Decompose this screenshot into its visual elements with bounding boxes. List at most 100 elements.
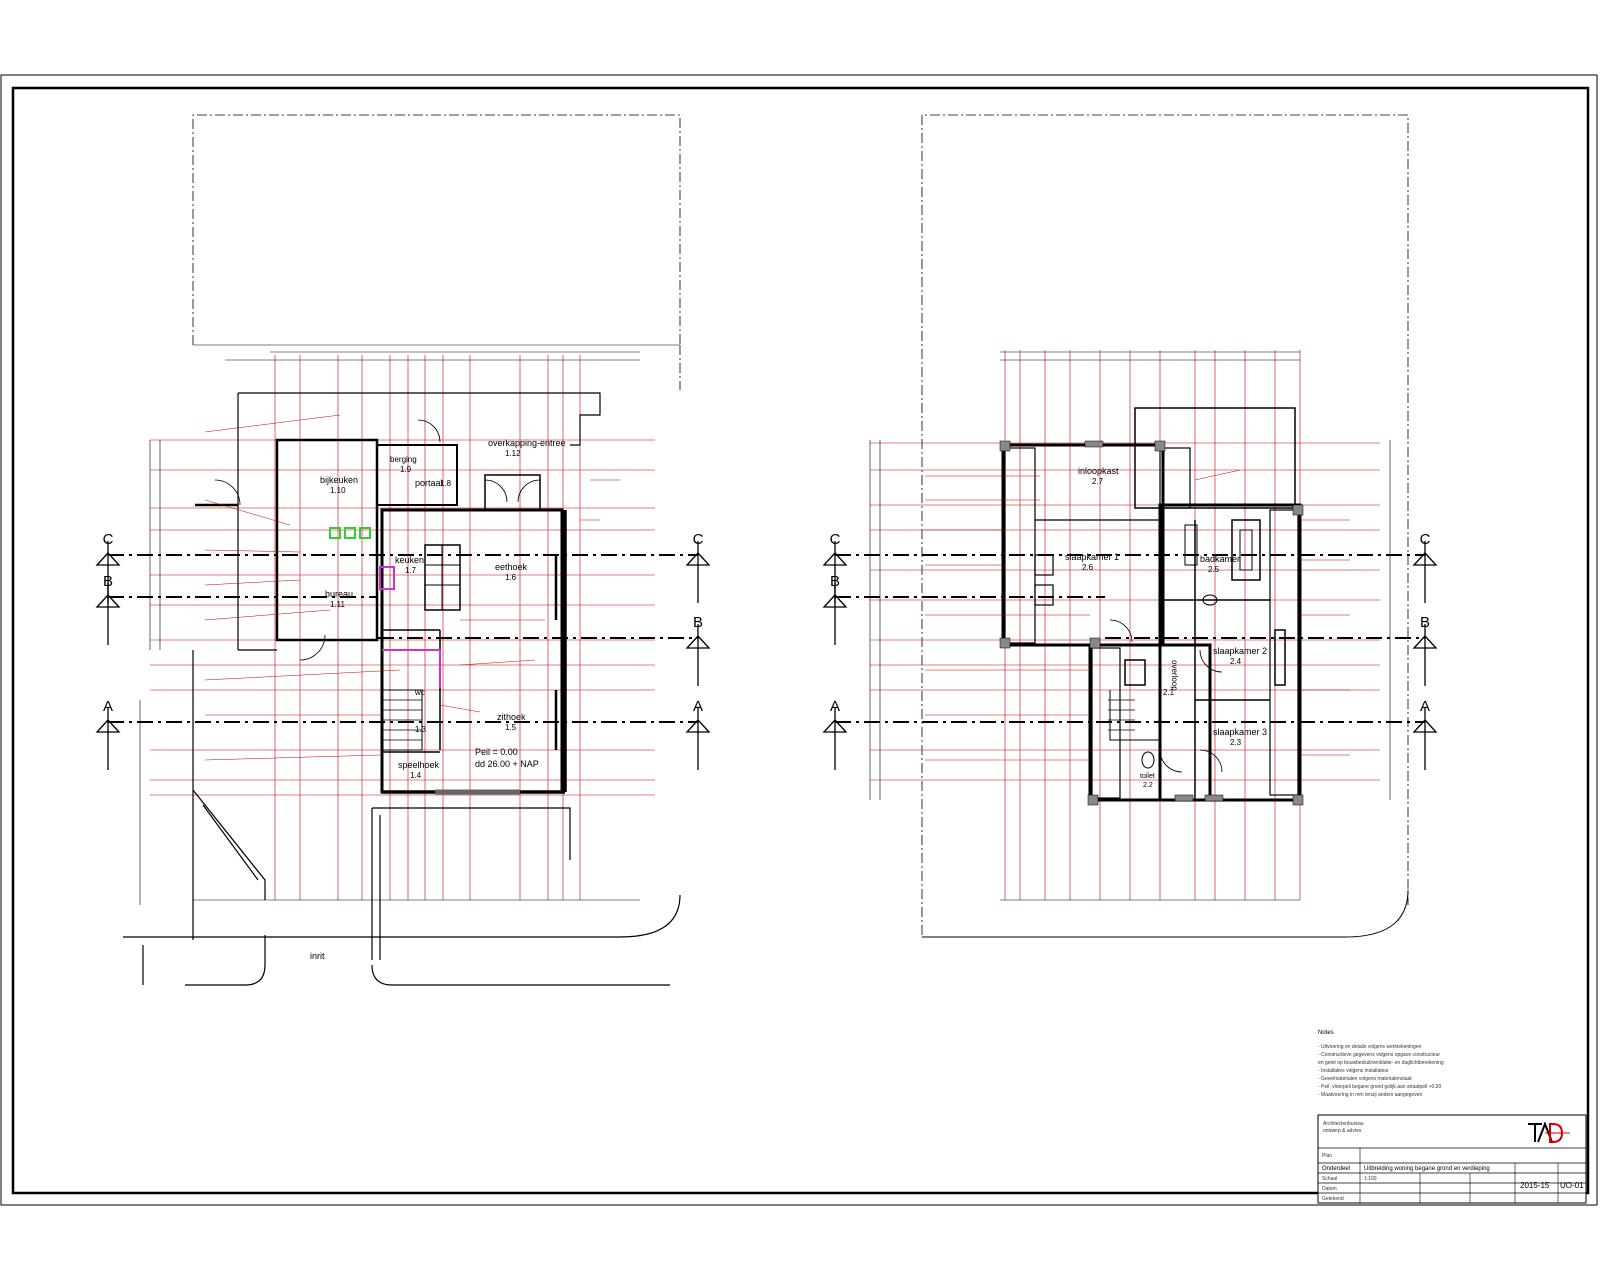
- room-number-overloop: 2.1: [1163, 688, 1175, 697]
- section-letter: A: [103, 698, 113, 715]
- section-letter: A: [1420, 698, 1430, 715]
- section-marker-b: B: [1412, 614, 1438, 686]
- section-marker-a: A: [685, 698, 711, 770]
- wall-blocks: [999, 440, 1304, 806]
- plot-boundary: [192, 114, 681, 345]
- section-letter: B: [1420, 614, 1430, 631]
- plot-curve: [922, 889, 1409, 938]
- magenta-wall: [382, 649, 441, 688]
- magenta-tile: [379, 566, 395, 590]
- room-number-zithoek: 1.5: [505, 723, 517, 732]
- room-label-slaapkamer-2: slaapkamer 2: [1213, 646, 1267, 656]
- room-number-overkapping: 1.12: [505, 449, 521, 458]
- notes-line: - Installaties volgens installateur: [1318, 1068, 1389, 1074]
- section-letter: A: [830, 698, 840, 715]
- dimension-grid: [150, 355, 655, 900]
- firm-line: ontwerp & advies: [1323, 1128, 1362, 1134]
- section-letter: C: [103, 531, 114, 548]
- annotation-leaders-right: [439, 479, 620, 713]
- first-floor-walls: [1001, 443, 1302, 802]
- roof-terrace: [1134, 407, 1296, 509]
- room-label-eethoek: eethoek: [495, 562, 528, 572]
- annotation-leaders-left: [204, 414, 401, 761]
- section-marker-a: A: [95, 698, 121, 770]
- drawing-frame: [11, 86, 1590, 1195]
- dimension-grid: [870, 350, 1380, 900]
- green-tile: [359, 527, 371, 539]
- notes-line: - Uitvoering en details volgens werkteke…: [1318, 1044, 1422, 1050]
- project-number: 2015-15: [1520, 1181, 1550, 1190]
- room-number-berging: 1.9: [400, 465, 412, 474]
- tad-logo: [1528, 1121, 1570, 1143]
- plot-boundary: [921, 114, 1409, 935]
- section-letter: C: [1420, 531, 1431, 548]
- ground-floor-walls: [195, 392, 601, 795]
- section-markers: AAAABBBBCCCC: [95, 531, 1438, 770]
- section-lines: [108, 554, 1425, 723]
- section-letter: C: [830, 531, 841, 548]
- notes-heading: Notes: [1318, 1030, 1334, 1036]
- notes-block: Notes - Uitvoering en details volgens we…: [1318, 1030, 1444, 1098]
- room-label-slaapkamer-3: slaapkamer 3: [1213, 727, 1267, 737]
- room-number-portaal: 1.8: [440, 479, 452, 488]
- firm-line: Architectenbureau: [1323, 1121, 1364, 1127]
- notes-line: - Gevelmaterialen volgens materialenstaa…: [1318, 1076, 1412, 1082]
- annotation-leaders-right: [1194, 469, 1350, 756]
- row-value: 1:100: [1364, 1176, 1377, 1182]
- level-note-nap: dd 26.00 + NAP: [475, 759, 539, 769]
- room-number-badkamer: 2.5: [1208, 565, 1220, 574]
- room-number-slaapkamer-2: 2.4: [1230, 657, 1242, 666]
- title-block: Architectenbureau ontwerp & advies Plan …: [1317, 1114, 1587, 1204]
- section-marker-a: A: [1412, 698, 1438, 770]
- room-number-inloopkast: 2.7: [1092, 477, 1104, 486]
- dimension-strings: [139, 351, 640, 905]
- first-floor-plan: inloopkast 2.7 slaapkamer 1 2.6 badkamer…: [869, 114, 1409, 938]
- notes-line: - Constructieve gegevens volgens opgave …: [1318, 1052, 1440, 1058]
- room-label-keuken: keuken: [395, 555, 424, 565]
- room-label-bijkeuken: bijkeuken: [320, 475, 358, 485]
- row-label-getekend: Getekend: [1322, 1196, 1344, 1202]
- section-letter: A: [693, 698, 703, 715]
- room-number-bureau: 1.11: [330, 600, 346, 609]
- section-marker-a: A: [822, 698, 848, 770]
- notes-line: - Maatvoering in mm tenzij anders aangeg…: [1318, 1092, 1422, 1098]
- room-label-inloopkast: inloopkast: [1078, 466, 1119, 476]
- room-label-overloop: overloop: [1170, 660, 1179, 691]
- section-marker-c: C: [1412, 531, 1438, 603]
- annotation-leaders-left: [925, 475, 1090, 761]
- room-number-toilet: 2.2: [1143, 782, 1153, 789]
- section-marker-c: C: [822, 531, 848, 603]
- row-label-datum: Datum: [1322, 1186, 1337, 1192]
- room-label-portaal: portaal: [415, 478, 443, 488]
- level-note-peil: Peil = 0.00: [475, 747, 518, 757]
- dimension-strings: [869, 351, 1391, 901]
- outer-border: [0, 74, 1598, 1206]
- green-tile: [344, 527, 356, 539]
- room-label-badkamer: badkamer: [1200, 554, 1240, 564]
- onderdeel-label: Onderdeel: [1322, 1166, 1350, 1172]
- section-letter: C: [693, 531, 704, 548]
- site-outline: [123, 650, 681, 986]
- room-number-eethoek: 1.6: [505, 573, 517, 582]
- row-label-schaal: Schaal: [1322, 1176, 1337, 1182]
- section-letter: B: [693, 614, 703, 631]
- room-number-speelhoek: 1.4: [410, 771, 422, 780]
- notes-line: en gelet op bouwbesluit/ventilatie- en d…: [1318, 1060, 1444, 1066]
- room-label-wc: wc: [414, 688, 425, 697]
- ground-floor-plan: overkapping-entree 1.12 bijkeuken 1.10 b…: [123, 114, 681, 986]
- drawing-number: UO-01: [1560, 1181, 1584, 1190]
- project-label: Plan: [1322, 1153, 1332, 1159]
- room-label-speelhoek: speelhoek: [398, 760, 440, 770]
- section-marker-c: C: [685, 531, 711, 603]
- street-label-inrit: inrit: [310, 951, 325, 961]
- room-label-berging: berging: [390, 455, 417, 464]
- room-label-overkapping: overkapping-entree: [488, 438, 566, 448]
- onderdeel-value: Uitbreiding woning begane grond en verdi…: [1364, 1166, 1490, 1172]
- room-label-slaapkamer-1: slaapkamer 1: [1065, 552, 1119, 562]
- room-number-slaapkamer-1: 2.6: [1082, 563, 1094, 572]
- section-marker-b: B: [685, 614, 711, 686]
- green-tile: [329, 527, 341, 539]
- room-number-bijkeuken: 1.10: [330, 486, 346, 495]
- room-number-wc: 1.3: [415, 725, 427, 734]
